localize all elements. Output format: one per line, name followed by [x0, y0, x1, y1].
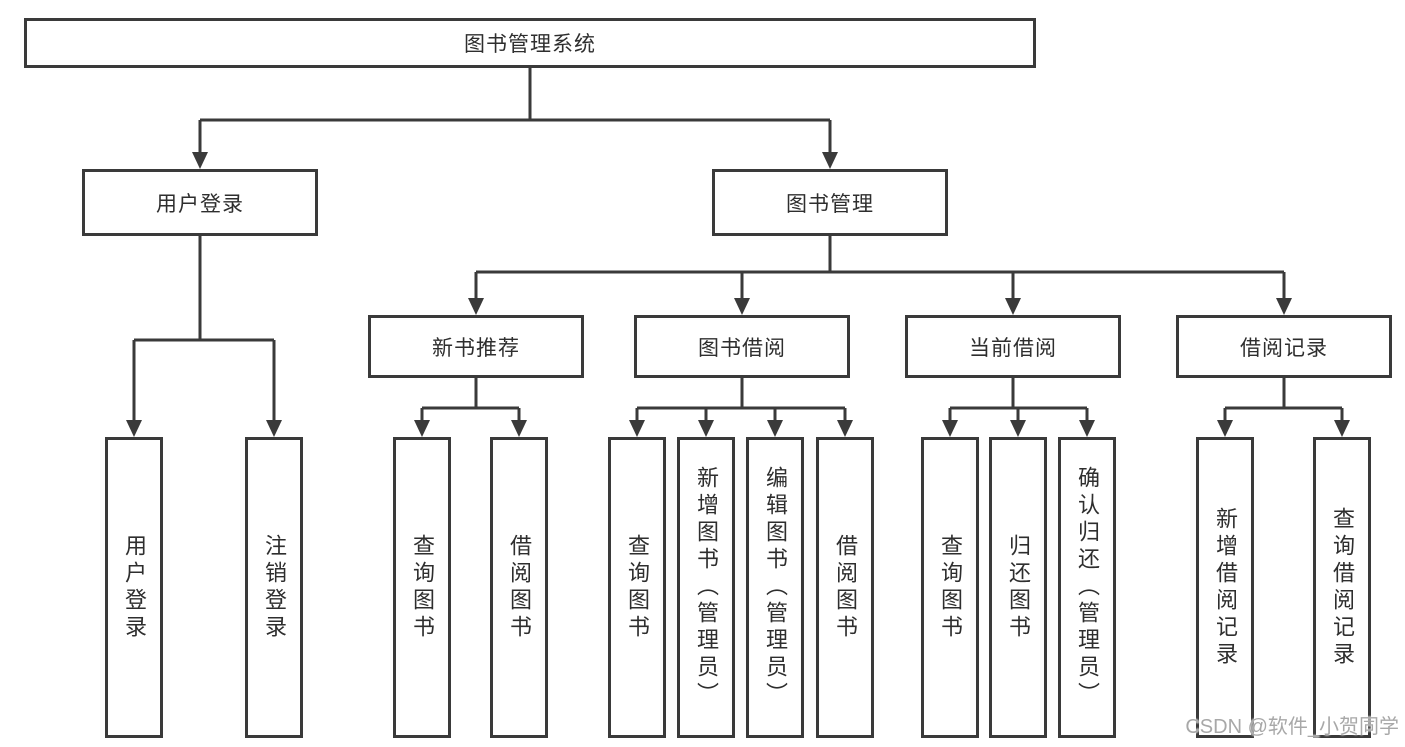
leaf-borrow-book-recommend: 借阅图书 [490, 437, 548, 738]
arrowhead-icon [1334, 420, 1350, 437]
node-root: 图书管理系统 [24, 18, 1036, 68]
node-book-management: 图书管理 [712, 169, 948, 236]
leaf-logout-label: 注销登录 [262, 533, 287, 642]
leaf-add-borrow-record: 新增借阅记录 [1196, 437, 1254, 738]
connector-level3-to-leaves [420, 378, 1344, 422]
connector-root-to-level2 [198, 68, 832, 154]
leaf-confirm-return-admin: 确认归还（管理员） [1058, 437, 1116, 738]
leaf-return-book: 归还图书 [989, 437, 1047, 738]
leaf-add-book-admin-label: 新增图书（管理员） [694, 466, 719, 709]
leaf-return-book-label: 归还图书 [1006, 533, 1031, 642]
leaf-query-borrow-record-label: 查询借阅记录 [1330, 506, 1355, 669]
leaf-borrow-book-borrow-label: 借阅图书 [833, 533, 858, 642]
leaf-add-book-admin: 新增图书（管理员） [677, 437, 735, 738]
leaf-edit-book-admin: 编辑图书（管理员） [746, 437, 804, 738]
arrowhead-icon [1010, 420, 1026, 437]
leaf-confirm-return-admin-label: 确认归还（管理员） [1075, 466, 1100, 709]
leaf-borrow-book-recommend-label: 借阅图书 [507, 533, 532, 642]
leaf-query-book-current-label: 查询图书 [938, 533, 963, 642]
arrowhead-icon [468, 298, 484, 315]
leaf-query-book-current: 查询图书 [921, 437, 979, 738]
leaf-user-login-label: 用户登录 [122, 533, 147, 642]
node-new-book-recommend: 新书推荐 [368, 315, 584, 378]
leaf-query-book-borrow: 查询图书 [608, 437, 666, 738]
node-user-login: 用户登录 [82, 169, 318, 236]
leaf-query-book-recommend: 查询图书 [393, 437, 451, 738]
leaf-add-borrow-record-label: 新增借阅记录 [1213, 506, 1238, 669]
node-book-management-label: 图书管理 [786, 192, 874, 216]
node-user-login-label: 用户登录 [156, 192, 244, 216]
arrowhead-icon [942, 420, 958, 437]
leaf-query-book-recommend-label: 查询图书 [410, 533, 435, 642]
leaf-logout: 注销登录 [245, 437, 303, 738]
arrowhead-icon [629, 420, 645, 437]
connector-management-to-level3 [474, 236, 1286, 300]
leaf-query-borrow-record: 查询借阅记录 [1313, 437, 1371, 738]
node-borrow-record-label: 借阅记录 [1240, 336, 1328, 360]
arrowhead-icon [734, 298, 750, 315]
arrowhead-icon [822, 152, 838, 169]
arrowhead-icon [1005, 298, 1021, 315]
csdn-watermark: CSDN @软件_小贺同学 [1185, 716, 1399, 738]
arrowhead-icon [698, 420, 714, 437]
connector-login-to-leaves [132, 236, 276, 422]
node-current-borrow-label: 当前借阅 [969, 336, 1057, 360]
node-root-label: 图书管理系统 [464, 33, 596, 56]
arrowhead-icon [511, 420, 527, 437]
arrowhead-icon [1217, 420, 1233, 437]
leaf-borrow-book-borrow: 借阅图书 [816, 437, 874, 738]
arrowhead-icon [192, 152, 208, 169]
node-current-borrow: 当前借阅 [905, 315, 1121, 378]
node-new-book-recommend-label: 新书推荐 [432, 336, 520, 360]
node-book-borrow-label: 图书借阅 [698, 336, 786, 360]
arrowhead-icon [1276, 298, 1292, 315]
arrowhead-icon [414, 420, 430, 437]
arrowhead-icon [126, 420, 142, 437]
node-borrow-record: 借阅记录 [1176, 315, 1392, 378]
arrowhead-icon [266, 420, 282, 437]
arrowhead-icon [1079, 420, 1095, 437]
arrowhead-icon [767, 420, 783, 437]
arrowhead-icon [837, 420, 853, 437]
leaf-user-login: 用户登录 [105, 437, 163, 738]
leaf-edit-book-admin-label: 编辑图书（管理员） [763, 466, 788, 709]
leaf-query-book-borrow-label: 查询图书 [625, 533, 650, 642]
node-book-borrow: 图书借阅 [634, 315, 850, 378]
